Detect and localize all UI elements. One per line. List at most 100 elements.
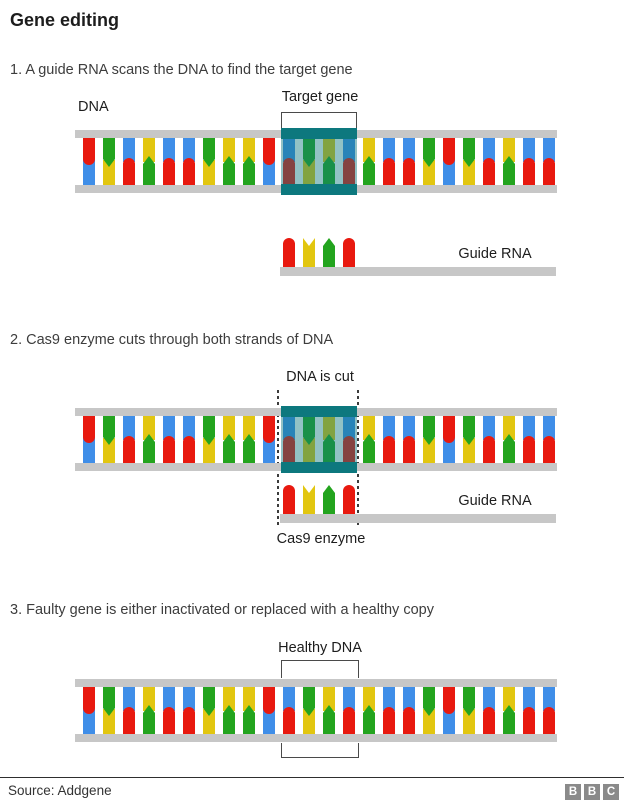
base-pair xyxy=(483,687,495,734)
base-green xyxy=(323,156,335,185)
base-red xyxy=(543,436,555,463)
base-pair xyxy=(263,138,275,185)
base-pair xyxy=(283,138,295,185)
base-yellow xyxy=(243,687,255,711)
base-green xyxy=(323,434,335,463)
base-red xyxy=(123,436,135,463)
bbc-logo: B B C xyxy=(565,784,619,800)
guide-base-green xyxy=(323,485,335,514)
base-green xyxy=(463,416,475,445)
base-green xyxy=(503,434,515,463)
base-pair xyxy=(303,416,315,463)
base-pair xyxy=(83,416,95,463)
base-blue xyxy=(123,416,135,440)
base-blue xyxy=(443,707,455,734)
base-red xyxy=(163,707,175,734)
target-highlight-bar-top xyxy=(281,128,357,139)
base-yellow xyxy=(323,138,335,162)
base-blue xyxy=(283,138,295,162)
base-pair xyxy=(163,138,175,185)
base-pair xyxy=(223,416,235,463)
dna-backbone-bottom xyxy=(75,734,557,742)
base-yellow xyxy=(203,160,215,185)
base-pair xyxy=(143,138,155,185)
base-pair xyxy=(463,687,475,734)
base-pair xyxy=(443,138,455,185)
base-blue xyxy=(183,416,195,440)
base-blue xyxy=(263,436,275,463)
base-yellow xyxy=(363,687,375,711)
base-pair xyxy=(123,138,135,185)
base-blue xyxy=(543,687,555,711)
base-red xyxy=(163,158,175,185)
base-pair xyxy=(463,138,475,185)
base-yellow xyxy=(503,138,515,162)
base-pair xyxy=(243,687,255,734)
base-green xyxy=(463,687,475,716)
base-green xyxy=(243,705,255,734)
base-green xyxy=(303,416,315,445)
base-pair xyxy=(343,687,355,734)
base-red xyxy=(543,158,555,185)
base-blue xyxy=(383,138,395,162)
base-red xyxy=(403,158,415,185)
base-pair xyxy=(503,138,515,185)
healthy-dna-bracket-top xyxy=(281,660,359,678)
base-red xyxy=(483,436,495,463)
base-blue xyxy=(263,707,275,734)
base-green xyxy=(143,156,155,185)
base-yellow xyxy=(463,709,475,734)
base-red xyxy=(483,707,495,734)
dna-is-cut-label: DNA is cut xyxy=(286,369,354,385)
base-pair xyxy=(83,687,95,734)
base-red xyxy=(183,707,195,734)
guide-base-red xyxy=(343,485,355,514)
base-red xyxy=(443,687,455,714)
base-green xyxy=(203,416,215,445)
cut-dashed-line-right xyxy=(357,390,359,528)
base-red xyxy=(383,436,395,463)
base-pair xyxy=(223,138,235,185)
base-green xyxy=(363,156,375,185)
base-blue xyxy=(383,416,395,440)
base-blue xyxy=(443,158,455,185)
base-pair xyxy=(103,416,115,463)
base-yellow xyxy=(423,160,435,185)
step-2-label: 2. Cas9 enzyme cuts through both strands… xyxy=(10,332,334,348)
base-red xyxy=(343,436,355,463)
base-pair xyxy=(363,138,375,185)
base-green xyxy=(423,416,435,445)
base-blue xyxy=(343,138,355,162)
base-green xyxy=(223,705,235,734)
page-title: Gene editing xyxy=(10,10,120,30)
base-yellow xyxy=(143,687,155,711)
guide-base-red xyxy=(343,238,355,267)
base-green xyxy=(303,687,315,716)
base-pair xyxy=(283,687,295,734)
base-pair xyxy=(423,138,435,185)
base-green xyxy=(423,138,435,167)
base-red xyxy=(283,158,295,185)
base-red xyxy=(523,158,535,185)
base-pair xyxy=(323,138,335,185)
base-blue xyxy=(343,416,355,440)
base-pair xyxy=(523,138,535,185)
base-blue xyxy=(183,138,195,162)
base-blue xyxy=(483,138,495,162)
cut-dashed-line-left xyxy=(277,390,279,528)
base-pair xyxy=(143,687,155,734)
base-pair xyxy=(543,138,555,185)
base-blue xyxy=(123,687,135,711)
base-pair xyxy=(403,416,415,463)
base-pair xyxy=(163,687,175,734)
base-pair xyxy=(103,138,115,185)
base-red xyxy=(263,687,275,714)
base-blue xyxy=(263,158,275,185)
base-pair xyxy=(183,416,195,463)
base-pair xyxy=(263,416,275,463)
base-pair xyxy=(383,416,395,463)
healthy-dna-bracket-bottom xyxy=(281,743,359,758)
base-yellow xyxy=(103,709,115,734)
base-pair xyxy=(443,416,455,463)
base-green xyxy=(423,687,435,716)
